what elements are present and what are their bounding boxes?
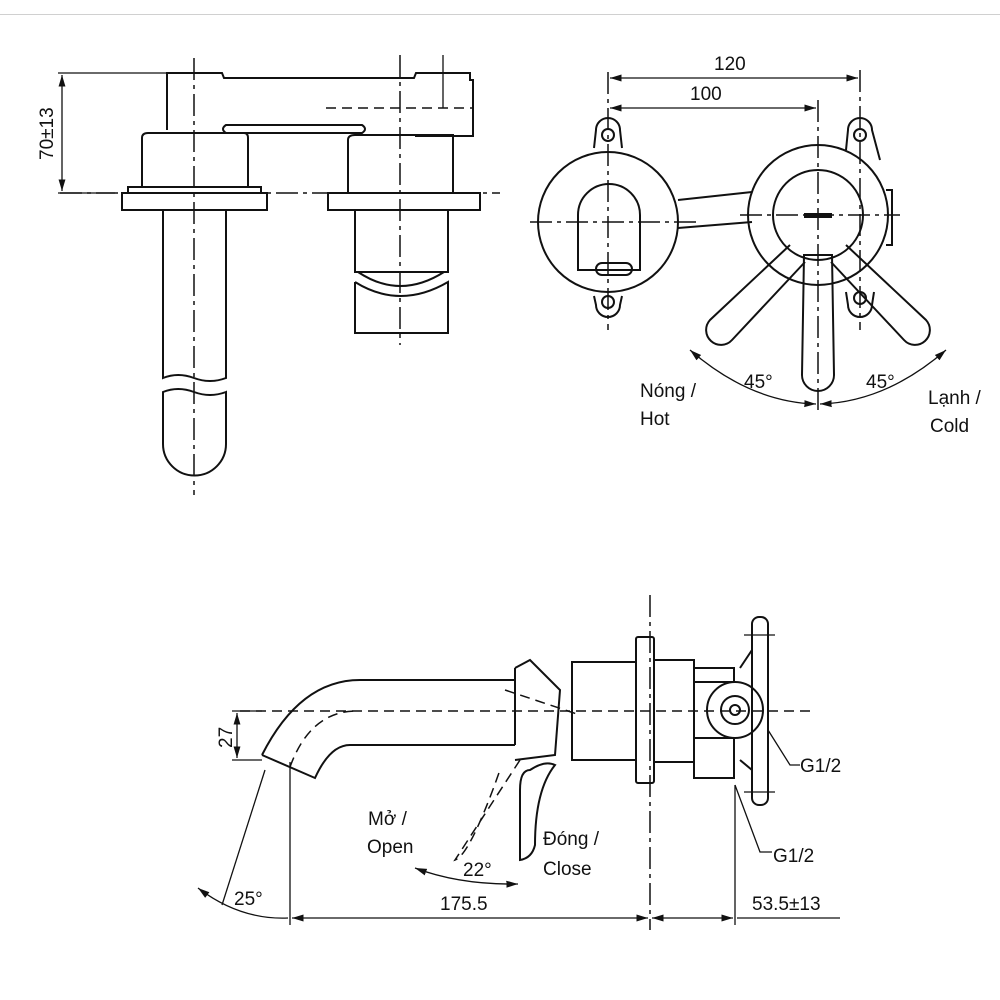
side-view: G1/2 G1/2 27 25° 175.5 53.5±13 22° Mở / … [197, 595, 841, 930]
hot-angle-label: 45° [744, 372, 773, 393]
cold-label-line2: Cold [930, 416, 969, 437]
cold-angle-label: 45° [866, 372, 895, 393]
inlet-lower-label: G1/2 [773, 846, 814, 867]
spout-angle-label: 25° [234, 889, 263, 910]
front-view: 70±13 [37, 55, 500, 495]
open-label-line2: Open [367, 837, 413, 858]
hot-label-line2: Hot [640, 409, 670, 430]
lever-angle-label: 22° [463, 860, 492, 881]
dimension-120-label: 120 [714, 54, 746, 75]
projection-dimension-label: 175.5 [440, 894, 488, 915]
spout-height-label: 27 [216, 727, 237, 748]
cold-label-line1: Lạnh / [928, 388, 982, 409]
open-label-line1: Mở / [368, 809, 408, 830]
dimension-100-label: 100 [690, 84, 722, 105]
close-label-line1: Đóng / [543, 829, 600, 850]
inlet-upper-label: G1/2 [800, 756, 841, 777]
page-top-divider [0, 14, 1000, 15]
top-view: 120 100 45° 45° Nóng / Hot Lạnh / Cold [530, 54, 982, 437]
wall-depth-dimension-label: 53.5±13 [752, 894, 821, 915]
close-label-line2: Close [543, 859, 592, 880]
height-dimension-label: 70±13 [37, 107, 58, 160]
hot-label-line1: Nóng / [640, 381, 697, 402]
